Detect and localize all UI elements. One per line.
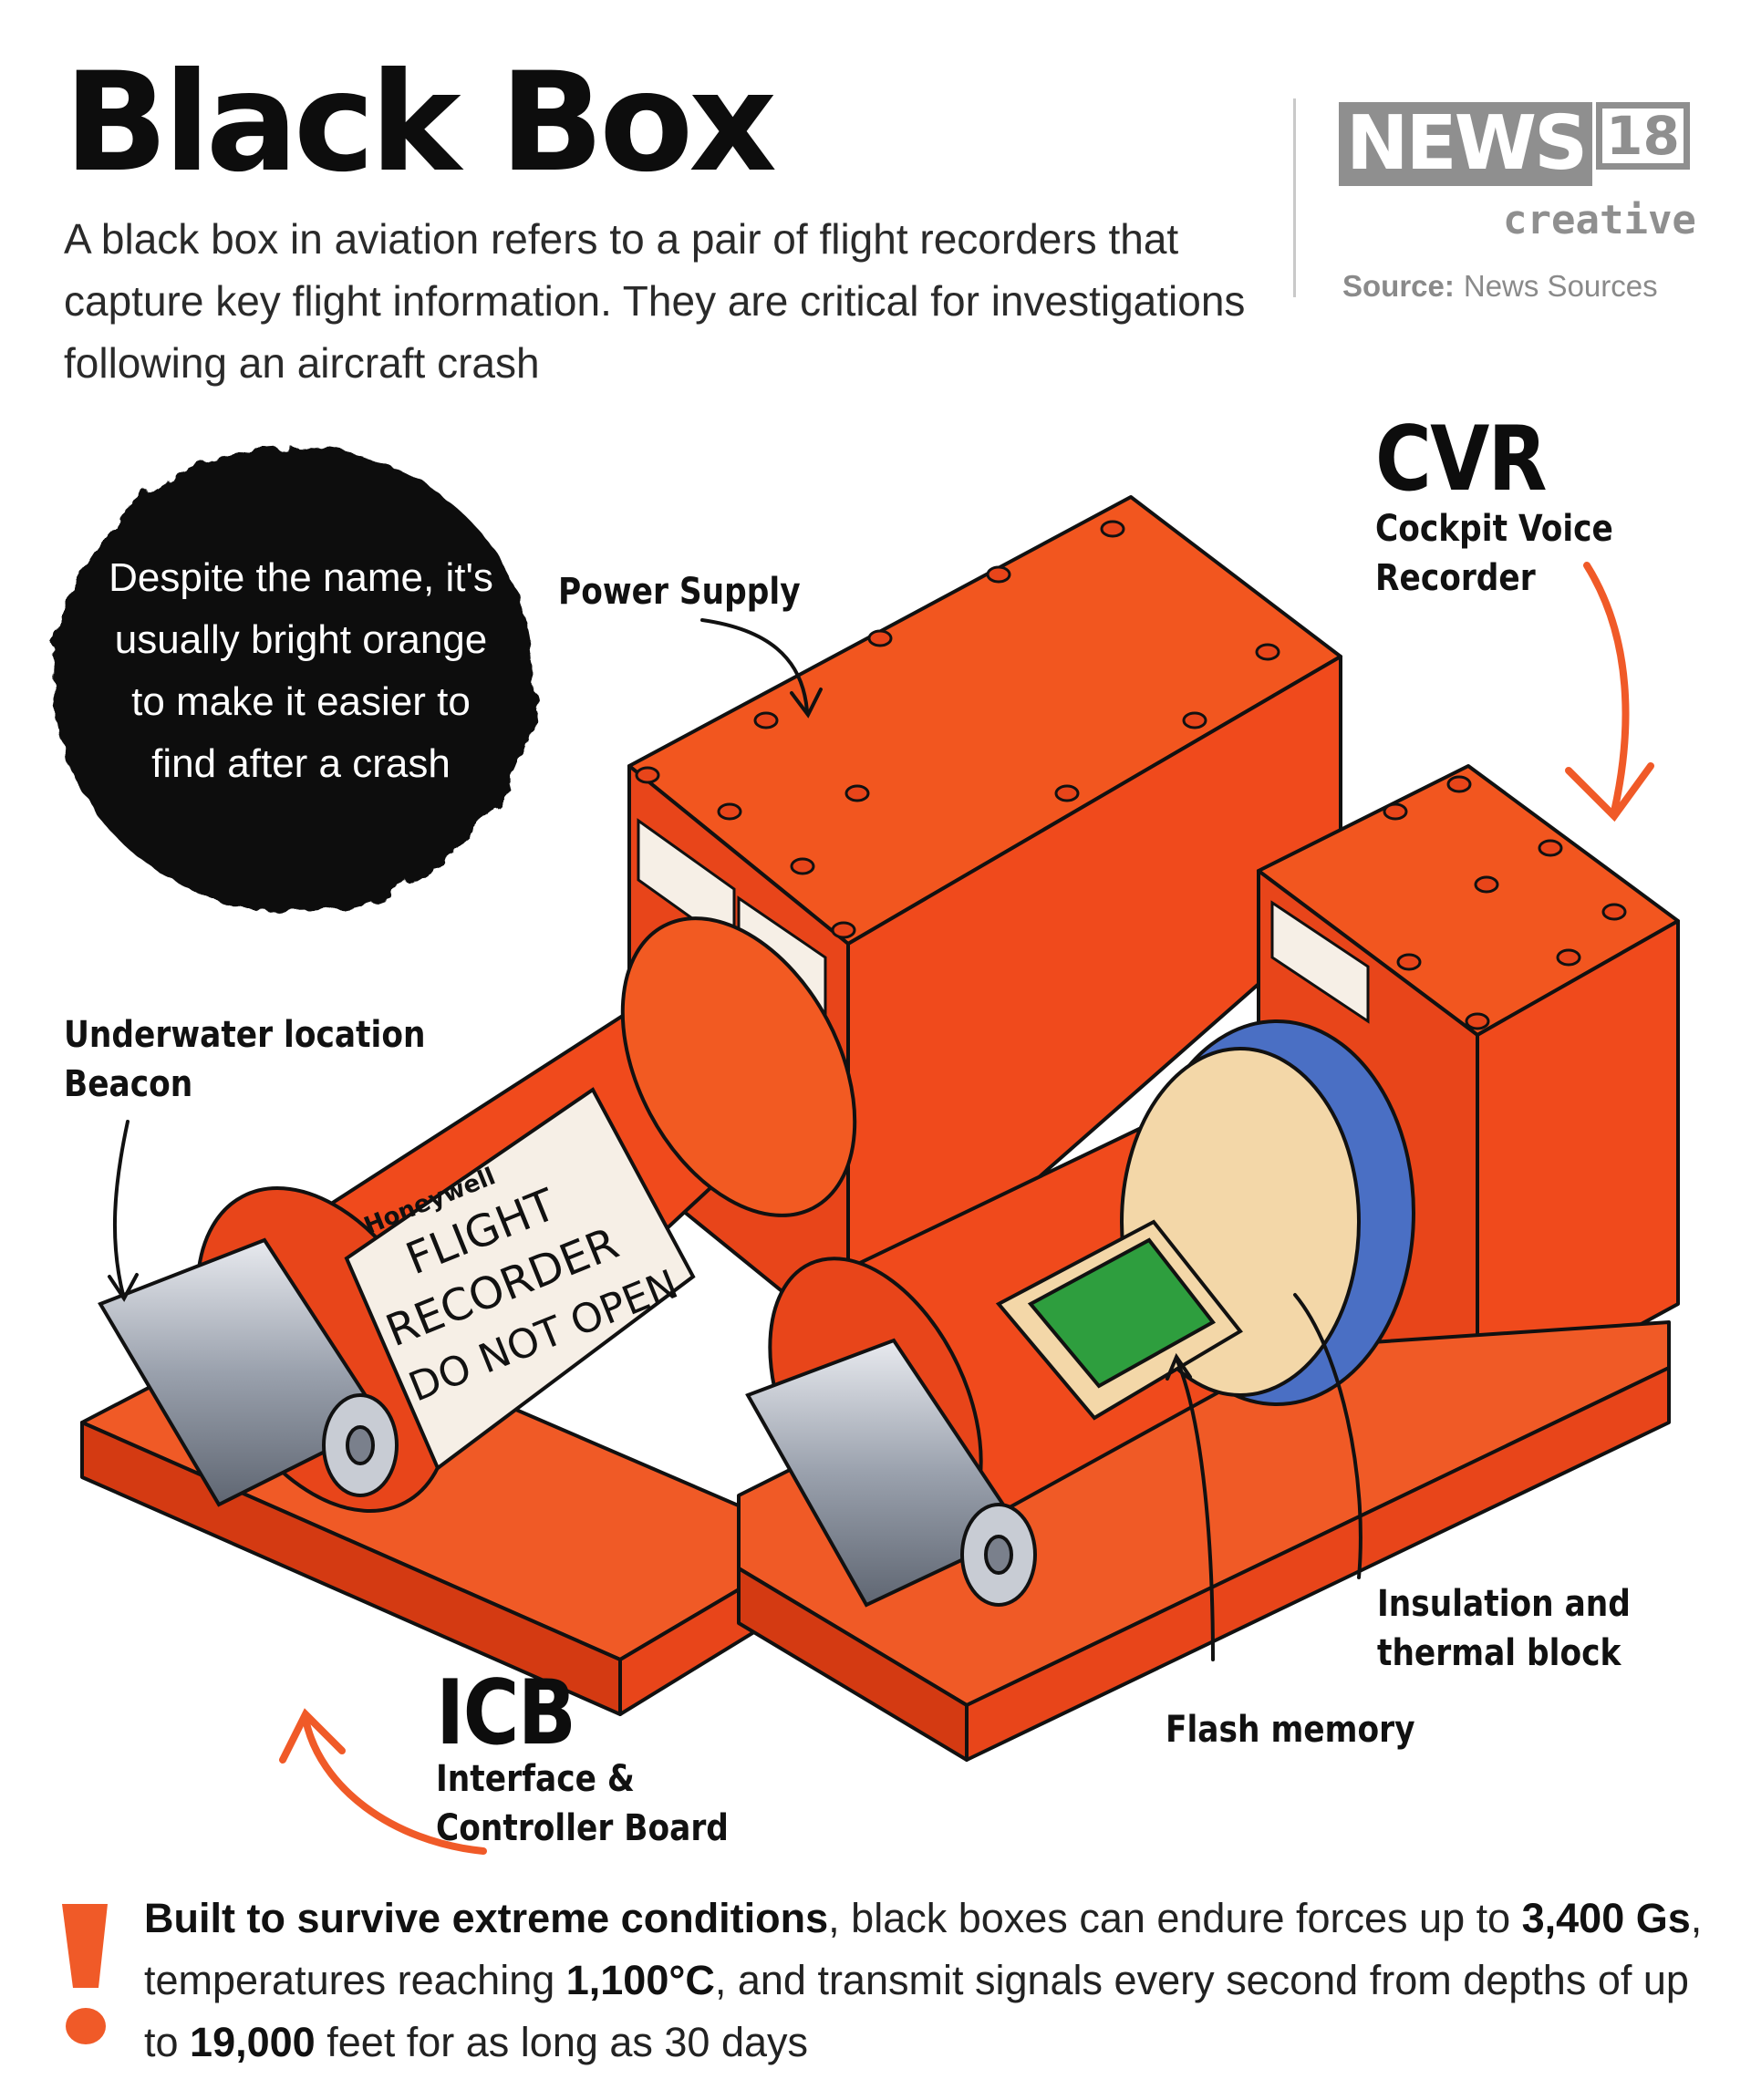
logo-number: 18 <box>1596 102 1690 170</box>
subtitle: A black box in aviation refers to a pair… <box>64 215 1246 387</box>
footer-force: 3,400 Gs <box>1521 1895 1691 1941</box>
source-line: Source:News Sources <box>1342 269 1658 304</box>
label-beacon-line2: Beacon <box>64 1063 193 1105</box>
divider <box>1293 98 1296 297</box>
exclamation-icon <box>62 1904 108 2044</box>
beacon-right <box>745 1338 1037 1608</box>
label-icb-line2: Controller Board <box>436 1807 729 1849</box>
logo-text: NEWS <box>1339 102 1593 186</box>
page-title: Black Box <box>64 44 777 202</box>
leader-arrows <box>108 618 1362 1661</box>
source-label: Source: <box>1342 269 1455 303</box>
footer-temperature: 1,100°C <box>565 1957 715 2003</box>
footer-text-2: , temperatures reaching <box>144 1895 1703 2003</box>
label-power-supply: Power Supply <box>558 571 801 613</box>
label-icb-line1: Interface & <box>436 1758 635 1800</box>
source-value: News Sources <box>1463 269 1658 303</box>
beacon-left <box>98 1237 399 1507</box>
footer-text-1: , black boxes can endure forces up to <box>828 1895 1522 1941</box>
footer-note: Built to survive extreme conditions, bla… <box>144 1888 1713 2074</box>
footer-bold-lead: Built to survive extreme conditions <box>144 1895 829 1941</box>
callout-text: Despite the name, it's usually bright or… <box>109 555 493 786</box>
footer-text-3: , and transmit signals every second from… <box>144 1957 1689 2065</box>
footer-text-4: feet for as long as 30 days <box>315 2019 809 2065</box>
bolts <box>635 520 1627 1030</box>
label-cvr-abbr: CVR <box>1375 408 1548 512</box>
label-insulation-line2: thermal block <box>1377 1632 1621 1674</box>
label-icb-abbr: ICB <box>436 1661 576 1765</box>
accent-arrows <box>279 562 1654 1855</box>
label-beacon-line1: Underwater location <box>64 1014 426 1056</box>
footer-depth: 19,000 <box>190 2019 316 2065</box>
label-cvr-line1: Cockpit Voice <box>1375 508 1613 550</box>
label-flash-memory: Flash memory <box>1166 1709 1415 1751</box>
logo-sub: creative <box>1503 197 1696 243</box>
label-cvr-line2: Recorder <box>1375 557 1536 599</box>
label-insulation-line1: Insulation and <box>1377 1583 1631 1625</box>
callout-blob <box>52 447 535 912</box>
